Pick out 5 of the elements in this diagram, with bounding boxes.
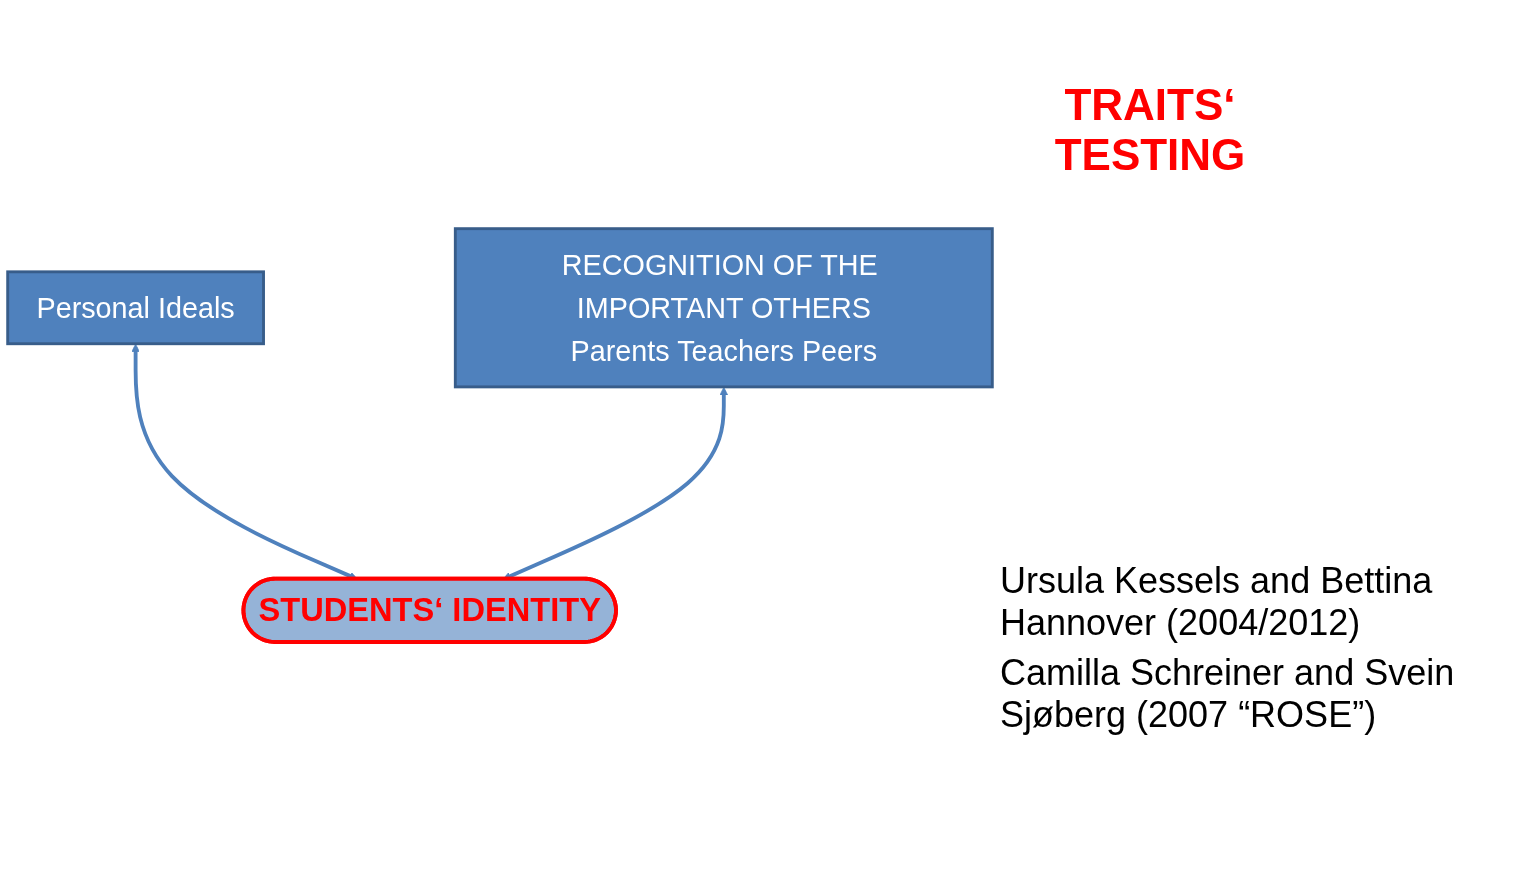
citation-text: Ursula Kessels and Bettina Hannover (2004/2012) — [1000, 560, 1434, 644]
node-box: RECOGNITION OF THE IMPORTANT OTHERS Parents Teachers Peers — [453, 226, 994, 388]
annotation-text: TRAITS‘ TESTING — [1053, 80, 1247, 180]
citation-text: Camilla Schreiner and Svein Sjøberg (2007 “ROSE”) — [1000, 652, 1456, 736]
node-box: Personal Ideals — [6, 270, 265, 345]
